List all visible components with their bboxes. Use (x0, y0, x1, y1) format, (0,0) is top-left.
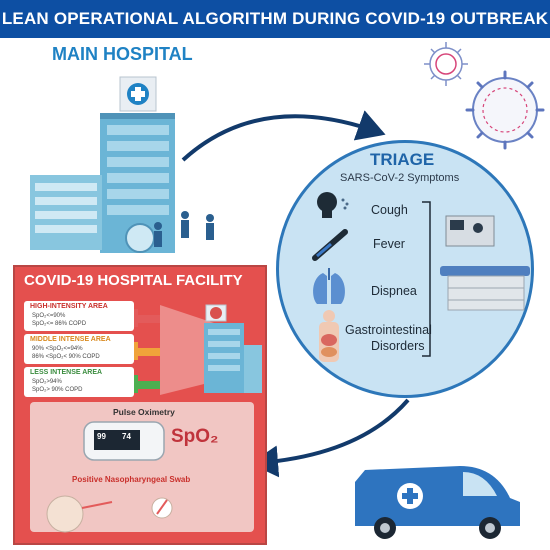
pulse-oximeter-icon (83, 421, 165, 461)
arrow-to-triage (181, 110, 386, 162)
area-label: LESS INTENSE AREA (30, 369, 103, 376)
arrow-to-facility (250, 398, 410, 478)
title-banner: LEAN OPERATIONAL ALGORITHM DURING COVID-… (0, 0, 550, 38)
triage-subtitle: SARS-CoV-2 Symptoms (340, 172, 460, 184)
area-label: HIGH-INTENSITY AREA (30, 303, 108, 310)
area-threshold: SpO₂<=90% (32, 313, 66, 319)
symptoms-bracket (422, 201, 431, 357)
symptom-dispnea: Dispnea (371, 284, 417, 298)
area-threshold-copd: 86% <SpO₂< 90% COPD (32, 354, 100, 360)
symptom-gastrointestinal: Gastrointestinal (345, 323, 432, 337)
main-hospital-building-icon (30, 76, 214, 253)
oximeter-reading: 99 (97, 432, 106, 441)
bed-icon-high (134, 309, 160, 327)
swab-label: Positive Nasopharyngeal Swab (72, 475, 191, 484)
bed-icon-middle (134, 342, 160, 360)
middle-intense-area-card: MIDDLE INTENSE AREA 90% <SpO₂<=94% 86% <… (24, 334, 134, 364)
area-threshold-copd: SpO₂<= 86% COPD (32, 321, 87, 327)
symptom-fever: Fever (373, 237, 405, 251)
virus-icon (424, 42, 545, 150)
facility-building-icon (160, 304, 262, 395)
symptom-disorders: Disorders (371, 339, 425, 353)
swab-test-icon (46, 495, 173, 533)
digestive-system-icon (319, 310, 339, 362)
thermometer-icon (312, 229, 348, 261)
main-hospital-title: MAIN HOSPITAL (52, 44, 193, 64)
lungs-icon (313, 268, 345, 304)
symptom-icons (312, 192, 349, 362)
oximeter-pulse: 74 (122, 432, 131, 441)
pulse-oximetry-title: Pulse Oximetry (113, 407, 175, 417)
exam-table-icon (440, 215, 530, 311)
bed-icon-less (134, 375, 160, 393)
less-intense-area-card: LESS INTENSE AREA SpO₂>94% SpO₂> 90% COP… (24, 367, 134, 397)
spo2-label: SpO₂ (171, 426, 219, 447)
page-title: LEAN OPERATIONAL ALGORITHM DURING COVID-… (1, 9, 549, 28)
bed-icons (134, 309, 160, 393)
ambulance-van-icon (355, 466, 520, 539)
high-intensity-area-card: HIGH-INTENSITY AREA SpO₂<=90% SpO₂<= 86%… (24, 301, 134, 331)
triage-title: TRIAGE (370, 150, 435, 169)
symptom-cough: Cough (371, 203, 408, 217)
facility-title: COVID-19 HOSPITAL FACILITY (24, 272, 243, 289)
area-threshold: SpO₂>94% (32, 379, 62, 385)
area-threshold: 90% <SpO₂<=94% (32, 346, 83, 352)
area-threshold-copd: SpO₂> 90% COPD (32, 387, 83, 393)
cough-icon (317, 192, 349, 218)
area-label: MIDDLE INTENSE AREA (30, 336, 111, 343)
